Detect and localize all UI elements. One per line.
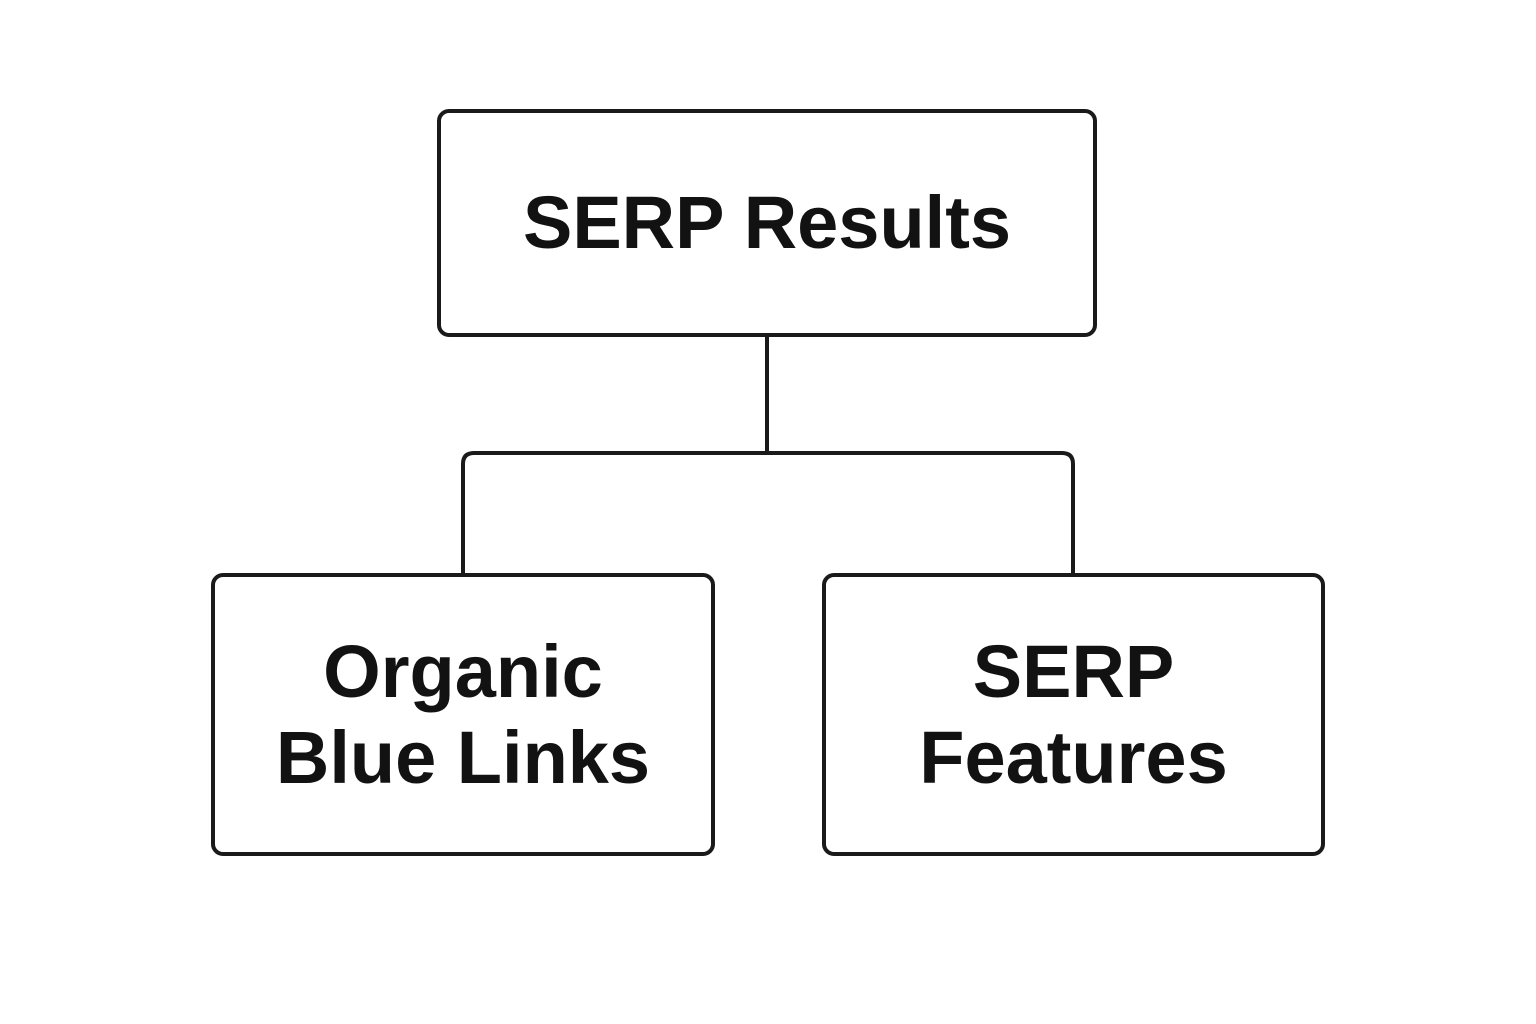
node-serp-features: SERP Features bbox=[822, 573, 1325, 856]
node-organic-blue-links: Organic Blue Links bbox=[211, 573, 715, 856]
node-serp-results: SERP Results bbox=[437, 109, 1097, 337]
node-label-line2: Blue Links bbox=[275, 715, 651, 799]
node-label-line1: Organic bbox=[323, 630, 603, 714]
node-label-line1: SERP bbox=[972, 630, 1175, 714]
node-label-line2: Features bbox=[919, 715, 1228, 799]
node-label: SERP Results bbox=[522, 181, 1012, 265]
edge-bracket bbox=[461, 451, 1075, 575]
